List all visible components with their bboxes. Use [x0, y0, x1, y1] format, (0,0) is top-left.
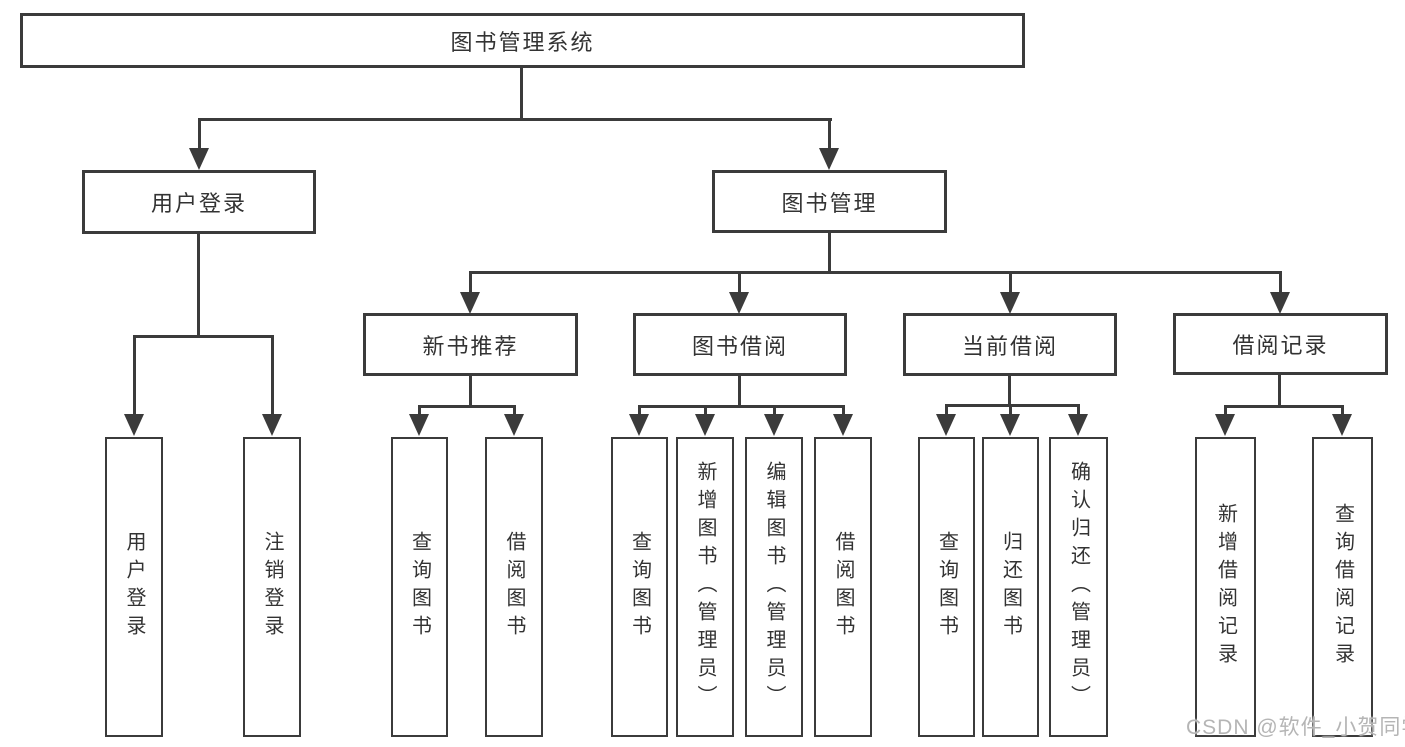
arrow-to-leaf-return-book [1000, 406, 1021, 436]
connector-root-trunk [520, 66, 523, 120]
node-book-management: 图书管理 [712, 170, 947, 233]
arrow-to-book-management [819, 120, 840, 170]
connector-borrow-records-stub [1278, 374, 1281, 408]
node-label: 查询借阅记录 [1331, 503, 1354, 671]
leaf-borrow-book-1: 借阅图书 [485, 437, 543, 737]
connector-user-login-rail [133, 335, 274, 338]
leaf-borrow-book-2: 借阅图书 [814, 437, 872, 737]
connector-book-borrow-stub [738, 375, 741, 408]
node-label: 新增借阅记录 [1214, 503, 1237, 671]
connector-book-management-stub [828, 232, 831, 274]
node-new-book-recommend: 新书推荐 [363, 313, 578, 376]
connector-current-borrow-stub [1008, 375, 1011, 407]
node-label: 新增图书（管理员） [694, 461, 716, 713]
node-label: 编辑图书（管理员） [763, 461, 785, 713]
node-label: 借阅图书 [832, 531, 854, 643]
connector-borrow-records-rail [1224, 405, 1344, 408]
node-label: 当前借阅 [961, 333, 1058, 359]
leaf-return-book: 归还图书 [982, 437, 1039, 737]
leaf-query-book-3: 查询图书 [918, 437, 975, 737]
arrow-to-leaf-borrow-book-1 [504, 407, 525, 436]
leaf-user-login: 用户登录 [105, 437, 163, 737]
connector-level1-rail [198, 118, 832, 121]
arrow-to-leaf-logout [262, 337, 283, 436]
node-current-borrow: 当前借阅 [903, 313, 1117, 376]
node-label: 注销登录 [261, 531, 283, 643]
arrow-to-leaf-borrow-book-2 [833, 407, 854, 436]
arrow-to-leaf-user-login [124, 337, 145, 436]
connector-current-borrow-rail [945, 404, 1080, 407]
connector-user-login-stub [197, 232, 200, 338]
arrow-to-borrow-records [1270, 273, 1291, 314]
connector-book-borrow-rail [638, 405, 845, 408]
arrow-to-current-borrow [1000, 273, 1021, 314]
leaf-query-book-1: 查询图书 [391, 437, 448, 737]
node-label: 图书借阅 [691, 333, 788, 359]
arrow-to-leaf-confirm-return [1068, 406, 1089, 436]
leaf-edit-book-admin: 编辑图书（管理员） [745, 437, 803, 737]
arrow-to-user-login [189, 120, 210, 170]
node-label: 归还图书 [999, 531, 1022, 643]
node-library-management-system: 图书管理系统 [20, 13, 1025, 68]
arrow-to-book-borrow [729, 273, 750, 314]
node-label: 图书管理系统 [450, 29, 595, 55]
node-label: 图书管理 [781, 190, 878, 216]
arrow-to-leaf-edit-book [764, 407, 785, 436]
arrow-to-leaf-add-borrow-record [1215, 407, 1236, 436]
arrow-to-new-book-recommend [460, 273, 481, 314]
node-borrow-records: 借阅记录 [1173, 313, 1388, 375]
node-label: 借阅记录 [1232, 333, 1329, 358]
node-label: 确认归还（管理员） [1067, 461, 1090, 713]
connector-level2-rail [469, 271, 1282, 274]
leaf-confirm-return-admin: 确认归还（管理员） [1049, 437, 1108, 737]
arrow-to-leaf-query-book-3 [936, 406, 957, 436]
leaf-add-book-admin: 新增图书（管理员） [676, 437, 734, 737]
node-label: 用户登录 [123, 531, 145, 643]
connector-new-book-recommend-stub [469, 375, 472, 408]
leaf-logout: 注销登录 [243, 437, 301, 737]
node-book-borrow: 图书借阅 [633, 313, 847, 376]
arrow-to-leaf-add-book [695, 407, 716, 436]
connector-new-book-recommend-rail [418, 405, 516, 408]
leaf-query-borrow-record: 查询借阅记录 [1312, 437, 1373, 737]
leaf-add-borrow-record: 新增借阅记录 [1195, 437, 1256, 737]
node-user-login: 用户登录 [82, 170, 316, 234]
node-label: 查询图书 [408, 531, 431, 643]
leaf-query-book-2: 查询图书 [611, 437, 668, 737]
arrow-to-leaf-query-book-2 [629, 407, 650, 436]
node-label: 查询图书 [628, 531, 651, 643]
arrow-to-leaf-query-book-1 [409, 407, 430, 436]
node-label: 借阅图书 [503, 531, 525, 643]
node-label: 新书推荐 [422, 333, 519, 359]
node-label: 用户登录 [150, 191, 247, 216]
watermark: CSDN @软件_小贺同学 [1186, 716, 1405, 739]
node-label: 查询图书 [935, 531, 958, 643]
arrow-to-leaf-query-borrow-record [1332, 407, 1353, 436]
